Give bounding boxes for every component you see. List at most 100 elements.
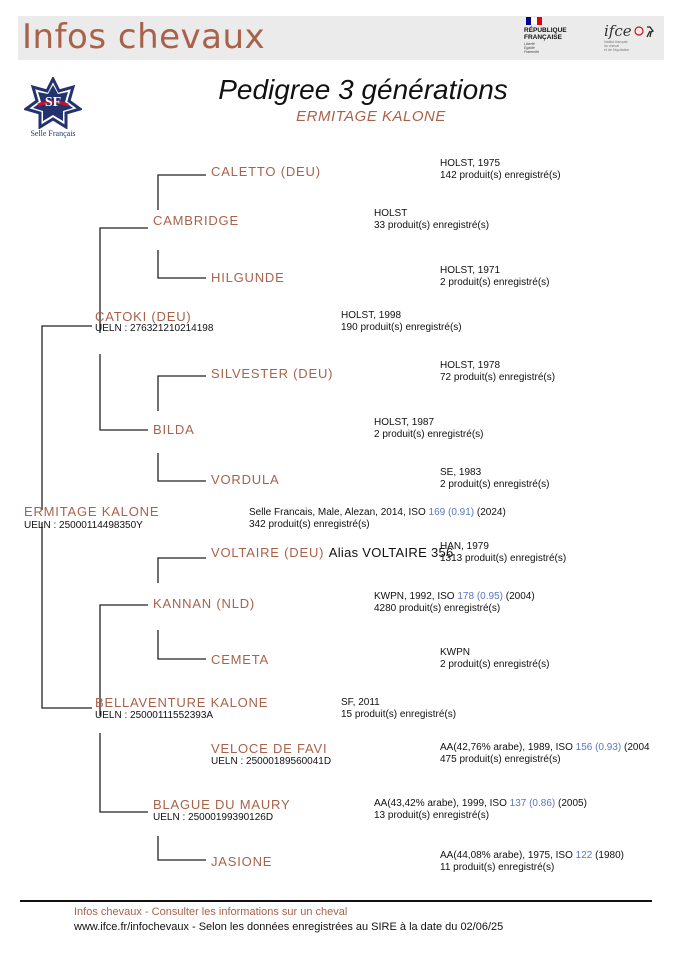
dam-sire-name: KANNAN (NLD)	[153, 596, 256, 611]
dam-sire-info-line1-pre: KWPN, 1992, ISO	[374, 591, 458, 602]
dam-dam-sire-info: AA(42,76% arabe), 1989, ISO 156 (0.93) (…	[440, 742, 650, 766]
selle-francais-caption: Selle Français	[30, 129, 76, 138]
horse-name-subtitle: ERMITAGE KALONE	[296, 108, 446, 125]
dam-sire-info-line1-post: (2004)	[502, 591, 535, 602]
dam-dam-dam-info-line2: 11 produit(s) enregistré(s)	[440, 862, 555, 873]
ifce-logo: ifce Institut français du cheval et de l…	[604, 22, 664, 58]
sire-sire-dam-info-line2: 2 produit(s) enregistré(s)	[440, 277, 550, 288]
dam-dam-ueln: UELN : 25000199390126D	[153, 812, 274, 823]
subject-iso-link[interactable]: 169 (0.91)	[428, 507, 475, 518]
sire-dam-dam-info: SE, 1983 2 produit(s) enregistré(s)	[440, 467, 549, 491]
sire-dam-dam-name: VORDULA	[211, 472, 280, 487]
connector-cemeta	[157, 630, 206, 660]
dam-dam-name: BLAGUE DU MAURY	[153, 797, 291, 812]
dam-sire-dam-name: CEMETA	[211, 652, 270, 667]
sire-sire-info-line2: 33 produit(s) enregistré(s)	[374, 220, 490, 231]
sire-dam-name: BILDA	[153, 422, 195, 437]
dam-sire-dam-info-line2: 2 produit(s) enregistré(s)	[440, 659, 550, 670]
subject-info-line2: 342 produit(s) enregistré(s)	[249, 519, 370, 530]
dam-dam-dam-info-line1-post: (1980)	[592, 850, 625, 861]
ifce-sub-3: et de l'équitation	[604, 48, 630, 52]
rf-motto-egalite: Égalité	[524, 46, 535, 50]
sire-sire-dam-info-line1: HOLST, 1971	[440, 265, 501, 276]
site-title: Infos chevaux	[22, 17, 266, 57]
connector-voltaire	[157, 557, 206, 583]
dam-sire-sire-info: HAN, 1979 1313 produit(s) enregistré(s)	[440, 541, 566, 565]
rf-motto-fraternite: Fraternité	[524, 50, 539, 54]
page-title: Pedigree 3 générations	[218, 74, 508, 105]
rf-motto-liberte: Liberté	[524, 42, 535, 46]
dam-name: BELLAVENTURE KALONE	[95, 695, 269, 710]
dam-sire-sire-name: VOLTAIRE (DEU) Alias VOLTAIRE 356	[211, 545, 454, 560]
subject-info-line1-pre: Selle Francais, Male, Alezan, 2014, ISO	[249, 507, 429, 518]
sire-dam-dam-info-line2: 2 produit(s) enregistré(s)	[440, 479, 550, 490]
connector-sire	[41, 325, 92, 510]
sire-name: CATOKI (DEU)	[95, 309, 192, 324]
footer-source: www.ifce.fr/infochevaux - Selon les donn…	[74, 921, 504, 933]
footer-title: Infos chevaux - Consulter les informatio…	[74, 906, 348, 918]
subject-name: ERMITAGE KALONE	[24, 504, 160, 519]
sire-info-line2: 190 produit(s) enregistré(s)	[341, 322, 462, 333]
dam-sire-iso-link[interactable]: 178 (0.95)	[457, 591, 503, 602]
connector-jasione	[157, 836, 206, 861]
connector-vordula	[157, 453, 206, 482]
sire-info-line1: HOLST, 1998	[341, 310, 402, 321]
dam-dam-info-line2: 13 produit(s) enregistré(s)	[374, 810, 490, 821]
dam-sire-sire-alias: Alias VOLTAIRE 356	[328, 545, 454, 560]
connector-silvester	[157, 375, 206, 411]
dam-info: SF, 2011 15 produit(s) enregistré(s)	[341, 697, 456, 721]
dam-ueln: UELN : 25000111552393A	[95, 710, 214, 721]
rf-title-line2: FRANÇAISE	[524, 34, 562, 41]
connector-sire-dam	[99, 354, 148, 431]
connector-dam	[41, 522, 92, 709]
rf-title-line1: RÉPUBLIQUE	[524, 27, 567, 34]
sire-dam-sire-info-line1: HOLST, 1978	[440, 360, 501, 371]
dam-sire-dam-info-line1: KWPN	[440, 647, 470, 658]
selle-francais-star-icon: SF	[22, 75, 84, 130]
connector-caletto	[157, 174, 206, 210]
sire-ueln: UELN : 276321210214198	[95, 323, 214, 334]
dam-dam-dam-iso-link[interactable]: 122	[575, 850, 593, 861]
subject-ueln: UELN : 25000114498350Y	[24, 520, 143, 531]
dam-sire-sire-name-text: VOLTAIRE (DEU)	[211, 545, 325, 560]
sire-sire-name: CAMBRIDGE	[153, 213, 239, 228]
sire-info: HOLST, 1998 190 produit(s) enregistré(s)	[341, 310, 462, 334]
sire-dam-info: HOLST, 1987 2 produit(s) enregistré(s)	[374, 417, 483, 441]
selle-francais-logo: SF Selle Français	[22, 75, 84, 141]
connector-hilgunde	[157, 250, 206, 279]
sire-sire-dam-info: HOLST, 1971 2 produit(s) enregistré(s)	[440, 265, 549, 289]
connector-dam-dam	[99, 733, 148, 813]
sire-sire-dam-name: HILGUNDE	[211, 270, 285, 285]
sire-sire-info-line1: HOLST	[374, 208, 408, 219]
sire-sire-sire-info-line1: HOLST, 1975	[440, 158, 501, 169]
dam-dam-sire-info-line2: 475 produit(s) enregistré(s)	[440, 754, 561, 765]
header-band	[18, 16, 664, 60]
sire-dam-sire-info-line2: 72 produit(s) enregistré(s)	[440, 372, 556, 383]
sire-sire-info: HOLST 33 produit(s) enregistré(s)	[374, 208, 489, 232]
sire-dam-dam-info-line1: SE, 1983	[440, 467, 482, 478]
sire-dam-info-line1: HOLST, 1987	[374, 417, 435, 428]
ifce-sub-1: Institut français	[604, 40, 628, 44]
dam-dam-sire-iso-link[interactable]: 156 (0.93)	[575, 742, 622, 753]
ifce-wordmark: ifce	[604, 22, 632, 40]
footer-divider	[20, 900, 652, 902]
dam-dam-sire-info-line1-pre: AA(42,76% arabe), 1989, ISO	[440, 742, 576, 753]
subject-info: Selle Francais, Male, Alezan, 2014, ISO …	[249, 507, 506, 531]
dam-info-line2: 15 produit(s) enregistré(s)	[341, 709, 457, 720]
sire-dam-info-line2: 2 produit(s) enregistré(s)	[374, 429, 484, 440]
dam-dam-sire-ueln: UELN : 25000189560041D	[211, 756, 332, 767]
dam-dam-dam-name: JASIONE	[211, 854, 273, 869]
dam-sire-sire-info-line2: 1313 produit(s) enregistré(s)	[440, 553, 567, 564]
sire-sire-sire-name: CALETTO (DEU)	[211, 164, 321, 179]
sire-sire-sire-info: HOLST, 1975 142 produit(s) enregistré(s)	[440, 158, 561, 182]
dam-sire-info-line2: 4280 produit(s) enregistré(s)	[374, 603, 501, 614]
subject-info-line1-post: (2024)	[474, 507, 506, 518]
dam-dam-iso-link[interactable]: 137 (0.86)	[509, 798, 556, 809]
ifce-sub-2: du cheval	[604, 44, 619, 48]
sf-logo-mark: SF	[45, 95, 61, 110]
dam-sire-sire-info-line1: HAN, 1979	[440, 541, 489, 552]
dam-dam-info: AA(43,42% arabe), 1999, ISO 137 (0.86) (…	[374, 798, 587, 822]
connector-sire-sire	[99, 227, 148, 333]
dam-dam-sire-name: VELOCE DE FAVI	[211, 741, 328, 756]
